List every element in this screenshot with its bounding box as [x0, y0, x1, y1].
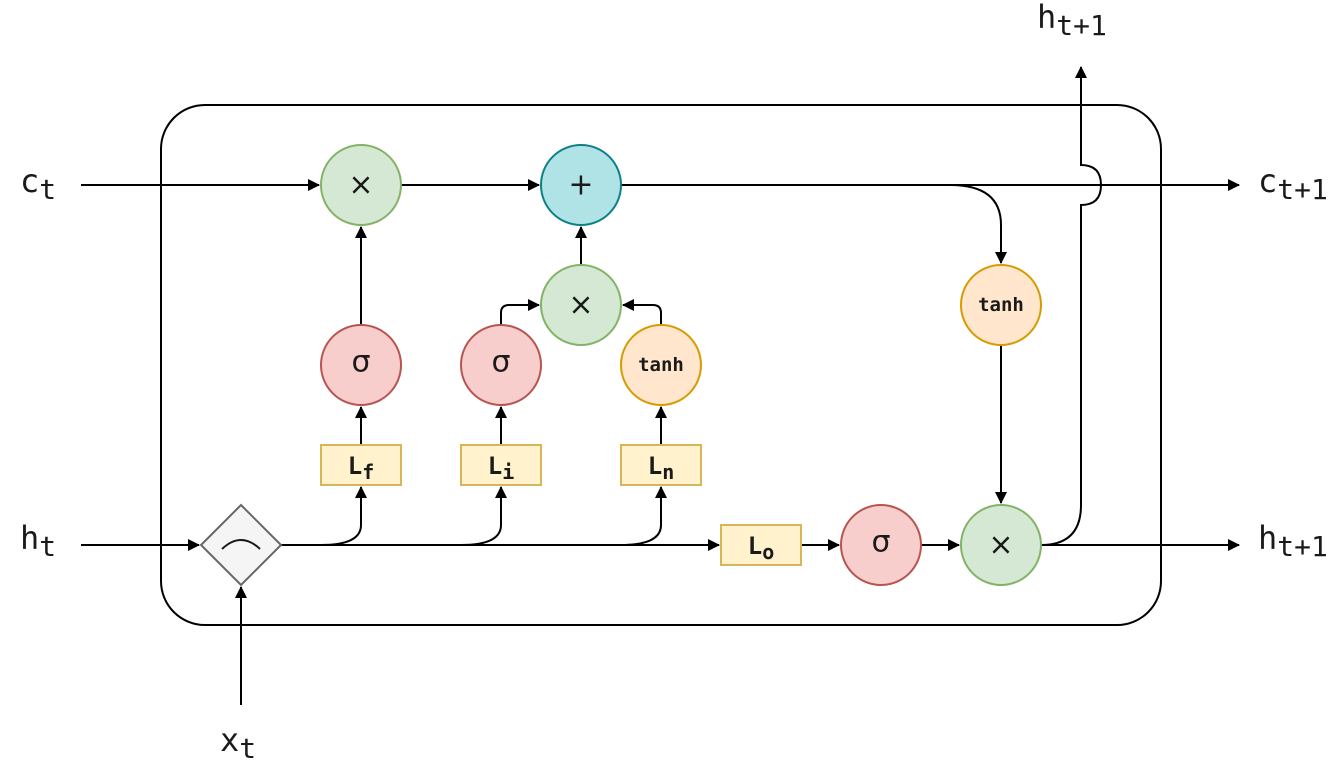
tanh-label: tanh — [638, 354, 684, 376]
sigma-input-node: σ — [460, 324, 542, 406]
edge-tanh-n-to-input-mult — [622, 299, 662, 325]
edges — [81, 66, 1239, 705]
add-node: + — [540, 144, 622, 226]
output-h-next-top-label: ht+1 — [1037, 0, 1107, 42]
output-c-next-label: ct+1 — [1258, 162, 1328, 206]
edge-out-mult-to-h-top — [1040, 66, 1103, 546]
input-h-t-label: ht — [20, 519, 56, 563]
concat-node — [199, 503, 283, 587]
output-multiply-node: × — [960, 504, 1042, 586]
cell-boundary — [160, 104, 1162, 626]
svg-text:Lo: Lo — [748, 532, 775, 564]
input-c-t-label: ct — [20, 162, 56, 206]
tanh-label: tanh — [978, 294, 1024, 316]
sigma-forget-node: σ — [320, 324, 402, 406]
svg-text:Ln: Ln — [648, 452, 675, 484]
linear-label: L — [748, 532, 762, 560]
linear-new-box: Ln — [620, 444, 702, 486]
linear-subscript: f — [362, 460, 374, 484]
linear-forget-box: Lf — [320, 444, 402, 486]
output-h-next-right-label: ht+1 — [1258, 519, 1328, 563]
multiply-symbol: × — [988, 528, 1013, 563]
edge-add-to-tanh-out — [949, 184, 1007, 264]
tanh-output-node: tanh — [960, 264, 1042, 346]
edge-concat-to-lf — [320, 486, 367, 546]
add-symbol: + — [568, 168, 593, 203]
linear-input-box: Li — [460, 444, 542, 486]
linear-subscript: n — [662, 460, 674, 484]
linear-label: L — [488, 452, 502, 480]
linear-subscript: i — [502, 460, 514, 484]
linear-label: L — [648, 452, 662, 480]
concat-icon — [221, 539, 261, 550]
multiply-symbol: × — [348, 168, 373, 203]
sigma-symbol: σ — [871, 525, 890, 560]
edge-concat-to-ln — [620, 486, 667, 546]
sigma-symbol: σ — [351, 345, 370, 380]
svg-text:Lf: Lf — [348, 452, 375, 484]
sigma-output-node: σ — [840, 504, 922, 586]
sigma-symbol: σ — [491, 345, 510, 380]
input-x-t-label: xt — [220, 721, 256, 765]
forget-multiply-node: × — [320, 144, 402, 226]
svg-text:Li: Li — [488, 452, 515, 484]
input-multiply-node: × — [540, 264, 622, 346]
edge-concat-to-li — [460, 486, 507, 546]
tanh-new-node: tanh — [620, 324, 702, 406]
linear-label: L — [348, 452, 362, 480]
linear-output-box: Lo — [720, 524, 802, 566]
edge-sigma-i-to-input-mult — [500, 299, 540, 325]
multiply-symbol: × — [568, 288, 593, 323]
linear-subscript: o — [762, 540, 774, 564]
